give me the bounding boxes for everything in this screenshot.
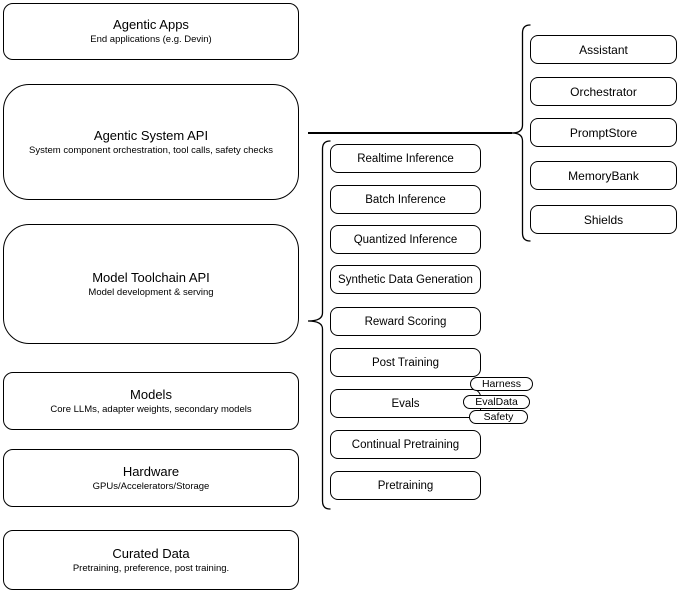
component-label: Shields: [583, 212, 624, 227]
node-label: Quantized Inference: [353, 233, 458, 246]
node-reward-scoring: Reward Scoring: [330, 307, 481, 336]
box-subtitle: GPUs/Accelerators/Storage: [92, 480, 210, 492]
box-subtitle: End applications (e.g. Devin): [90, 34, 212, 45]
pill-harness: Harness: [470, 377, 533, 391]
box-title: Models: [130, 386, 172, 402]
node-label: Reward Scoring: [364, 315, 447, 328]
node-label: Pretraining: [377, 479, 434, 492]
node-continual-pretraining: Continual Pretraining: [330, 430, 481, 459]
box-title: Curated Data: [112, 545, 190, 561]
box-title: Agentic Apps: [113, 17, 189, 32]
component-label: Assistant: [579, 42, 628, 57]
box-hardware: Hardware GPUs/Accelerators/Storage: [3, 449, 299, 507]
pill-label: Safety: [483, 411, 514, 423]
component-shields: Shields: [530, 205, 677, 234]
component-orchestrator: Orchestrator: [530, 77, 677, 106]
box-subtitle: Pretraining, preference, post training.: [72, 562, 230, 574]
pill-safety: Safety: [469, 410, 528, 424]
component-memorybank: MemoryBank: [530, 161, 677, 190]
box-title: Model Toolchain API: [92, 269, 210, 285]
node-quantized-inference: Quantized Inference: [330, 225, 481, 254]
box-agentic-system-api: Agentic System API System component orch…: [3, 84, 299, 200]
node-post-training: Post Training: [330, 348, 481, 377]
node-label: Continual Pretraining: [351, 438, 460, 451]
box-agentic-apps: Agentic Apps End applications (e.g. Devi…: [3, 3, 299, 60]
node-batch-inference: Batch Inference: [330, 185, 481, 214]
box-models: Models Core LLMs, adapter weights, secon…: [3, 372, 299, 430]
box-subtitle: Core LLMs, adapter weights, secondary mo…: [50, 403, 252, 415]
box-subtitle: System component orchestration, tool cal…: [29, 144, 273, 156]
pill-label: Harness: [481, 378, 522, 390]
node-realtime-inference: Realtime Inference: [330, 144, 481, 173]
box-model-toolchain-api: Model Toolchain API Model development & …: [3, 224, 299, 344]
node-pretraining: Pretraining: [330, 471, 481, 500]
component-label: MemoryBank: [568, 168, 639, 183]
component-promptstore: PromptStore: [530, 118, 677, 147]
brace-components-group: [511, 24, 531, 242]
node-label: Realtime Inference: [357, 152, 454, 165]
node-label: Evals: [391, 397, 420, 410]
component-label: Orchestrator: [570, 84, 637, 99]
box-subtitle: Model development & serving: [88, 286, 214, 298]
node-label: Post Training: [371, 356, 440, 369]
node-label: Synthetic Data Generation: [338, 273, 473, 286]
node-synthetic-data-generation: Synthetic Data Generation: [330, 265, 481, 294]
pill-label: EvalData: [475, 396, 518, 408]
component-label: PromptStore: [569, 125, 638, 140]
brace-toolchain-group: [307, 140, 331, 510]
component-assistant: Assistant: [530, 35, 677, 64]
box-title: Agentic System API: [93, 127, 209, 143]
node-evals: Evals: [330, 389, 481, 418]
box-curated-data: Curated Data Pretraining, preference, po…: [3, 530, 299, 590]
node-label: Batch Inference: [365, 193, 446, 206]
box-title: Hardware: [122, 463, 180, 479]
pill-evaldata: EvalData: [463, 395, 530, 409]
